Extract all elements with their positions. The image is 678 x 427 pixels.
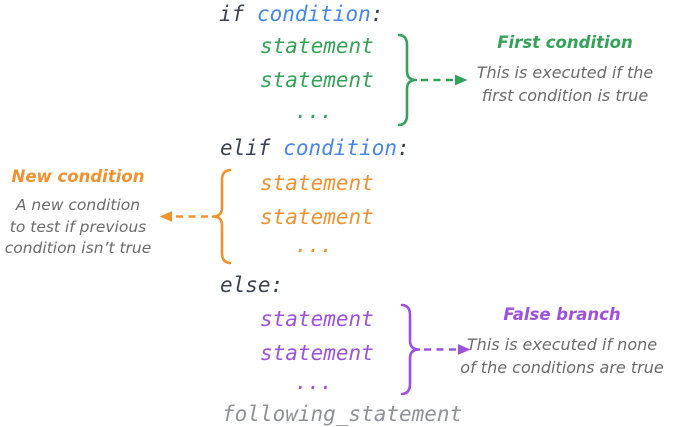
- new-condition-text-line-2: to test if previous: [9, 217, 147, 236]
- new-condition-brace: [211, 168, 232, 265]
- condition-token: condition: [256, 2, 371, 26]
- code-line-else-statement-2: statement: [260, 341, 374, 365]
- code-line-if: if condition:: [219, 2, 383, 26]
- colon-token: :: [370, 2, 384, 26]
- first-condition-text-line-2: first condition is true: [481, 85, 649, 105]
- following-statement-token: following_statement: [222, 402, 463, 426]
- first-condition-annotation: First condition This is executed if the …: [446, 33, 678, 107]
- statement-token: statement: [260, 34, 374, 58]
- code-line-elif-statement-1: statement: [260, 171, 374, 195]
- false-branch-annotation: False branch This is executed if none of…: [442, 305, 678, 379]
- code-line-if-ellipsis: ...: [295, 99, 333, 123]
- code-line-following-statement: following_statement: [222, 402, 462, 426]
- code-line-if-statement-2: statement: [260, 68, 374, 92]
- false-branch-text-line-1: This is executed if none: [466, 335, 658, 354]
- code-line-else: else:: [220, 273, 283, 297]
- new-condition-text-line-1: A new condition: [15, 196, 141, 214]
- keyword-if: if: [219, 2, 257, 26]
- ellipsis-token: ...: [295, 233, 333, 257]
- code-line-if-statement-1: statement: [260, 34, 374, 58]
- first-condition-text-line-1: This is executed if the: [476, 63, 654, 82]
- code-line-elif-statement-2: statement: [260, 205, 374, 229]
- new-condition-text-line-3: condition isn’t true: [4, 239, 152, 257]
- code-line-else-ellipsis: ...: [295, 370, 333, 394]
- arrowhead-left-icon: [159, 211, 172, 222]
- new-condition-dashed-arrow: [159, 211, 208, 222]
- new-condition-annotation: New condition A new condition to test if…: [0, 167, 158, 260]
- first-condition-brace: [397, 33, 418, 127]
- new-condition-title: New condition: [11, 167, 145, 186]
- condition-token: condition: [283, 136, 398, 160]
- statement-token: statement: [260, 307, 374, 331]
- false-branch-title: False branch: [503, 305, 621, 324]
- ellipsis-token: ...: [295, 99, 333, 123]
- code-line-else-statement-1: statement: [260, 307, 374, 331]
- keyword-else: else:: [220, 273, 284, 297]
- keyword-elif: elif: [220, 136, 284, 160]
- statement-token: statement: [260, 171, 374, 195]
- code-line-elif: elif condition:: [220, 136, 410, 160]
- false-branch-brace: [400, 303, 421, 396]
- ellipsis-token: ...: [295, 370, 333, 394]
- statement-token: statement: [260, 205, 374, 229]
- statement-token: statement: [260, 341, 374, 365]
- false-branch-text-line-2: of the conditions are true: [460, 357, 664, 377]
- colon-token: :: [397, 136, 410, 160]
- code-line-elif-ellipsis: ...: [295, 233, 333, 257]
- first-condition-title: First condition: [497, 33, 633, 52]
- statement-token: statement: [260, 68, 374, 92]
